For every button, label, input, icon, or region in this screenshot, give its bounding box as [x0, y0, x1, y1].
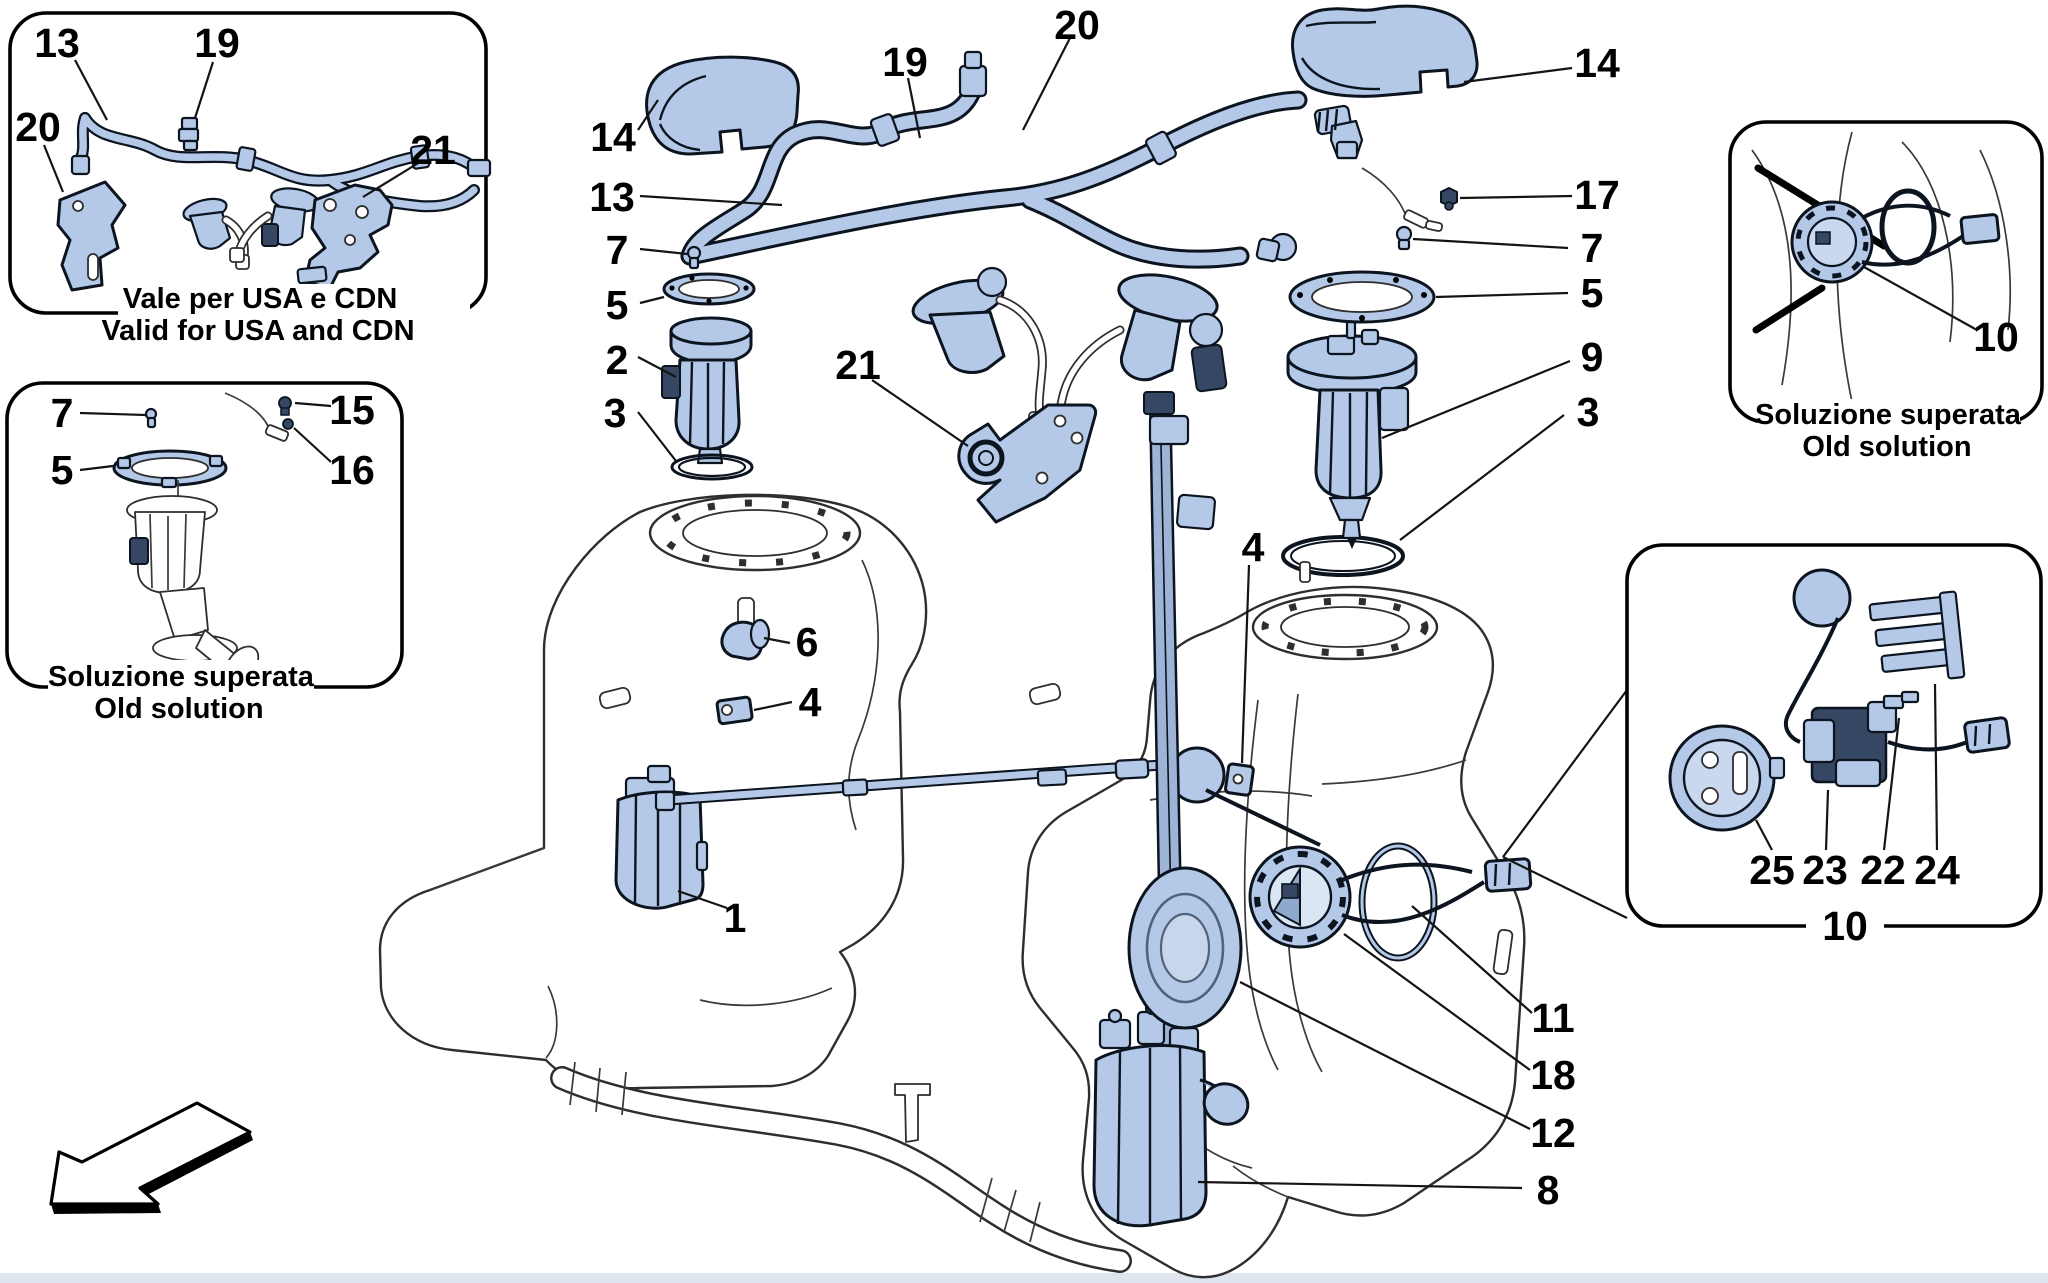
- callout-5-right: 5: [1581, 270, 1604, 316]
- callout-2: 2: [606, 337, 629, 383]
- callout-13: 13: [589, 174, 635, 220]
- box-sender-detail: [1625, 543, 2043, 944]
- old-right-sender-10: [1752, 164, 2001, 334]
- detail-float-ball: [1783, 568, 1852, 744]
- callout-7-right: 7: [1581, 225, 1604, 271]
- pump-cover-right: [1290, 4, 1479, 98]
- screw-7-right: [1395, 225, 1413, 251]
- reservoir-disc-12: [1127, 866, 1243, 1030]
- transfer-tube: [654, 746, 1321, 847]
- callout-usa-21: 21: [410, 127, 456, 173]
- callout-old-15: 15: [329, 387, 375, 433]
- elbow-connector-6: [720, 597, 771, 661]
- callout-4-left: 4: [799, 679, 822, 725]
- callout-14-left: 14: [590, 114, 636, 160]
- callout-8: 8: [1537, 1167, 1560, 1213]
- detail-flange-25: [1668, 724, 1786, 832]
- screw-7-left: [686, 245, 702, 270]
- clip-4-left: [715, 695, 754, 726]
- callout-1: 1: [724, 895, 747, 941]
- sender-wiring: [1341, 857, 1533, 925]
- callout-12: 12: [1530, 1110, 1576, 1156]
- fuel-sender-18: [1248, 845, 1352, 949]
- old-left-caption-en: Old solution: [94, 693, 263, 725]
- pump-cover-left: [645, 55, 800, 156]
- detail-clip-22: [1882, 690, 1920, 710]
- callout-detail-25: 25: [1749, 847, 1795, 893]
- box-old-solution-right: Soluzione superata Old solution: [1728, 120, 2044, 463]
- callout-old-16: 16: [329, 447, 375, 493]
- o-ring-3-left: [670, 453, 754, 481]
- callout-usa-20: 20: [15, 104, 61, 150]
- callout-14-right: 14: [1574, 40, 1620, 86]
- callout-20: 20: [1054, 2, 1100, 48]
- callout-11: 11: [1531, 995, 1574, 1041]
- wiring-connector: [1483, 857, 1533, 893]
- usa-cdn-bracket-21: [296, 183, 394, 290]
- gasket-5-right: [1288, 270, 1436, 324]
- callout-6: 6: [796, 619, 819, 665]
- callout-old-7: 7: [51, 390, 74, 436]
- callout-21: 21: [835, 342, 881, 388]
- callout-9: 9: [1581, 334, 1604, 380]
- callout-usa-13: 13: [34, 20, 80, 66]
- box-old-solution-left: Soluzione superata Old solution: [5, 381, 404, 725]
- bracket-21: [957, 403, 1098, 524]
- hp-pump-left: [911, 266, 1051, 437]
- leader-lines: [637, 37, 1628, 1190]
- usa-cdn-bracket-20: [56, 180, 127, 292]
- callout-3-right: 3: [1577, 389, 1600, 435]
- direction-arrow-icon: [49, 1101, 253, 1214]
- callout-7-left: 7: [606, 227, 629, 273]
- wire-ring-11: [1358, 842, 1438, 962]
- gasket-5-left: [662, 272, 756, 306]
- old-left-screw-7: [144, 407, 158, 429]
- clip-4-right: [1224, 762, 1255, 797]
- old-right-caption-en: Old solution: [1802, 431, 1971, 463]
- old-left-flange-5: [112, 449, 228, 489]
- fuel-pump-9: [1286, 316, 1418, 549]
- old-left-screw-15: [278, 396, 292, 410]
- detail-sender-23: [1802, 700, 1973, 788]
- callout-detail-24: 24: [1914, 847, 1960, 893]
- callout-18: 18: [1530, 1052, 1576, 1098]
- old-left-cable: [224, 392, 294, 442]
- callout-5-left: 5: [606, 282, 629, 328]
- callout-usa-19: 19: [194, 20, 240, 66]
- callout-old-5: 5: [51, 447, 74, 493]
- crossover-hose: [550, 1061, 1132, 1273]
- usa-cdn-clip-19: [177, 116, 200, 152]
- nut-17: [1440, 186, 1458, 211]
- callout-4-right: 4: [1242, 524, 1265, 570]
- callout-3-left: 3: [604, 390, 627, 436]
- callout-old-10: 10: [1973, 314, 2019, 360]
- callout-19: 19: [882, 39, 928, 85]
- callout-detail-22: 22: [1860, 847, 1906, 893]
- detail-connector-24: [1963, 716, 2011, 754]
- box-usa-cdn: Vale per USA e CDN Valid for USA and CDN: [8, 11, 492, 347]
- ground-cable: [1361, 167, 1443, 232]
- old-left-caption-it: Soluzione superata: [48, 661, 315, 693]
- callout-detail-10: 10: [1822, 903, 1868, 949]
- old-right-caption-it: Soluzione superata: [1755, 399, 2022, 431]
- detail-bracket-24: [1868, 590, 1966, 680]
- usa-cdn-caption-it: Vale per USA e CDN: [123, 283, 398, 315]
- fuel-pump-2: [661, 316, 753, 465]
- callout-detail-23: 23: [1802, 847, 1848, 893]
- callout-17: 17: [1574, 172, 1620, 218]
- usa-cdn-caption-en: Valid for USA and CDN: [101, 315, 414, 347]
- page-bottom-strip: [0, 1273, 2048, 1283]
- pump-canister-8: [1092, 1000, 1250, 1228]
- old-left-nut-16: [282, 418, 294, 430]
- pump-canister-1: [614, 764, 709, 910]
